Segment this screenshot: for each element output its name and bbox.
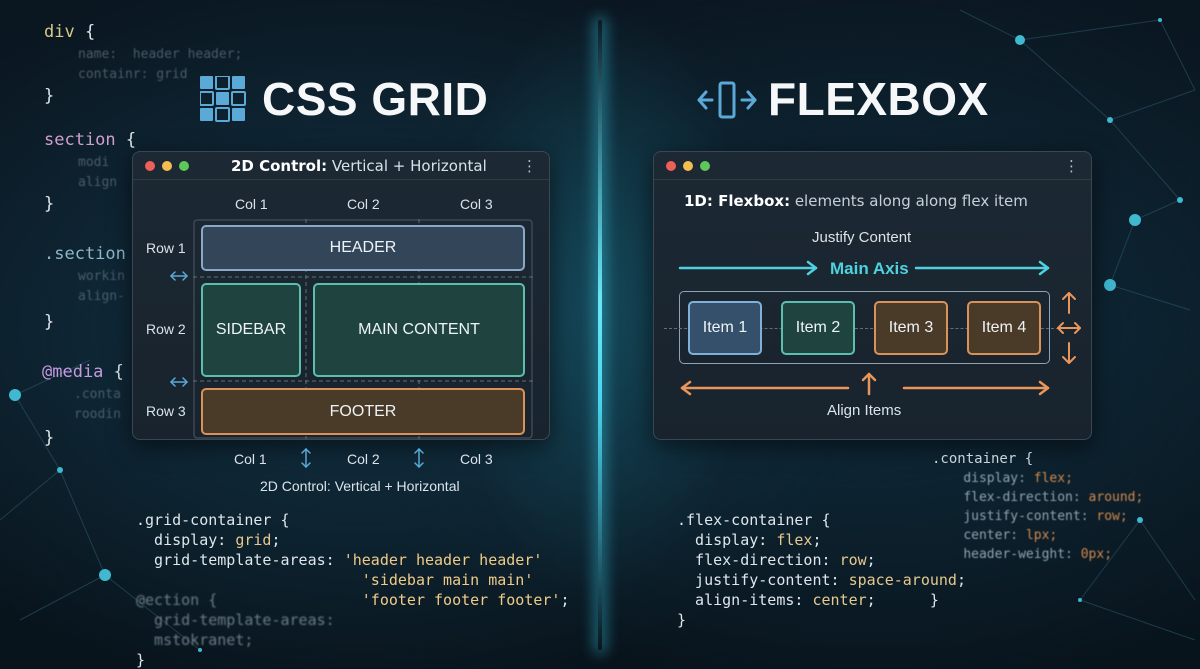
css-grid-title: CSS GRID (262, 73, 489, 125)
bg-media-line1: .conta (74, 387, 121, 402)
main-axis-arrow (678, 260, 1050, 276)
grid-cell-header: HEADER (201, 225, 525, 271)
flex-item-4: Item 4 (967, 301, 1041, 355)
maximize-dot[interactable] (700, 161, 710, 171)
maximize-dot[interactable] (179, 161, 189, 171)
grid-window-title: 2D Control: Vertical + Horizontal (231, 157, 487, 175)
cross-axis-arrows-icon (1057, 292, 1081, 364)
bg-div-selector: div (44, 22, 75, 42)
vertical-arrow-icon (414, 447, 424, 469)
row-label-1: Row 1 (146, 240, 186, 256)
grid-icon (200, 76, 246, 122)
right-background-code: .container { display: flex; flex-directi… (932, 451, 1144, 562)
horizontal-arrow-icon (169, 271, 189, 281)
col-label-bottom-2: Col 2 (347, 451, 380, 467)
cross-center-line (664, 328, 1064, 329)
grid-cell-main-content: MAIN CONTENT (313, 283, 525, 377)
grid-cell-sidebar: SIDEBAR (201, 283, 301, 377)
bg-media-line2: roodin (74, 407, 121, 422)
center-divider (598, 20, 602, 650)
minimize-dot[interactable] (162, 161, 172, 171)
col-label-top-2: Col 2 (347, 196, 380, 212)
bg-div-line1: name: header header; (78, 47, 243, 62)
bg-media-close: } (44, 428, 55, 448)
horizontal-arrow-icon (169, 377, 189, 387)
bg-section-class-line2: align- (78, 289, 125, 304)
minimize-dot[interactable] (683, 161, 693, 171)
row-label-3: Row 3 (146, 403, 186, 419)
bg-section-close: } (44, 194, 55, 214)
col-label-top-3: Col 3 (460, 196, 493, 212)
bg-section-line1: modi (78, 155, 110, 170)
align-items-label: Align Items (827, 402, 902, 419)
more-options-icon[interactable]: ⋮ (522, 157, 537, 175)
bg-div-line2: containr: grid (78, 67, 188, 82)
flexbox-window-titlebar: ⋮ (654, 152, 1091, 180)
flexbox-icon (697, 81, 757, 119)
flexbox-window: ⋮ 1D: Flexbox: elements along along flex… (653, 151, 1092, 440)
flex-code-block: .flex-container { display: flex; flex-di… (677, 511, 966, 629)
more-options-icon[interactable]: ⋮ (1064, 157, 1079, 175)
bg-section-class-selector: .section (44, 244, 126, 264)
flex-container-box (679, 291, 1050, 364)
flexbox-title: FLEXBOX (768, 73, 989, 125)
bg-section-class-close: } (44, 312, 55, 332)
grid-code-block: .grid-container { display: grid; grid-te… (136, 511, 570, 669)
flex-item-2: Item 2 (781, 301, 855, 355)
bg-section-selector: section (44, 130, 116, 150)
row-label-2: Row 2 (146, 321, 186, 337)
bg-div-close: } (44, 86, 55, 106)
grid-cell-footer: FOOTER (201, 388, 525, 435)
flexbox-window-subtitle: 1D: Flexbox: elements along along flex i… (684, 192, 1028, 210)
bg-section-class-line1: workin (78, 269, 125, 284)
justify-content-label: Justify Content (812, 229, 912, 246)
flex-item-3: Item 3 (874, 301, 948, 355)
close-dot[interactable] (666, 161, 676, 171)
close-dot[interactable] (145, 161, 155, 171)
grid-caption: 2D Control: Vertical + Horizontal (260, 478, 460, 494)
grid-window-titlebar: 2D Control: Vertical + Horizontal ⋮ (133, 152, 549, 180)
col-label-bottom-3: Col 3 (460, 451, 493, 467)
col-label-bottom-1: Col 1 (234, 451, 267, 467)
grid-window: 2D Control: Vertical + Horizontal ⋮ Col … (132, 151, 550, 440)
align-items-arrow (680, 372, 1050, 396)
vertical-arrow-icon (301, 447, 311, 469)
flex-item-1: Item 1 (688, 301, 762, 355)
bg-media-selector: @media (42, 362, 104, 382)
col-label-top-1: Col 1 (235, 196, 268, 212)
main-axis-label: Main Axis (830, 259, 909, 278)
bg-section-line2: align (78, 175, 118, 190)
